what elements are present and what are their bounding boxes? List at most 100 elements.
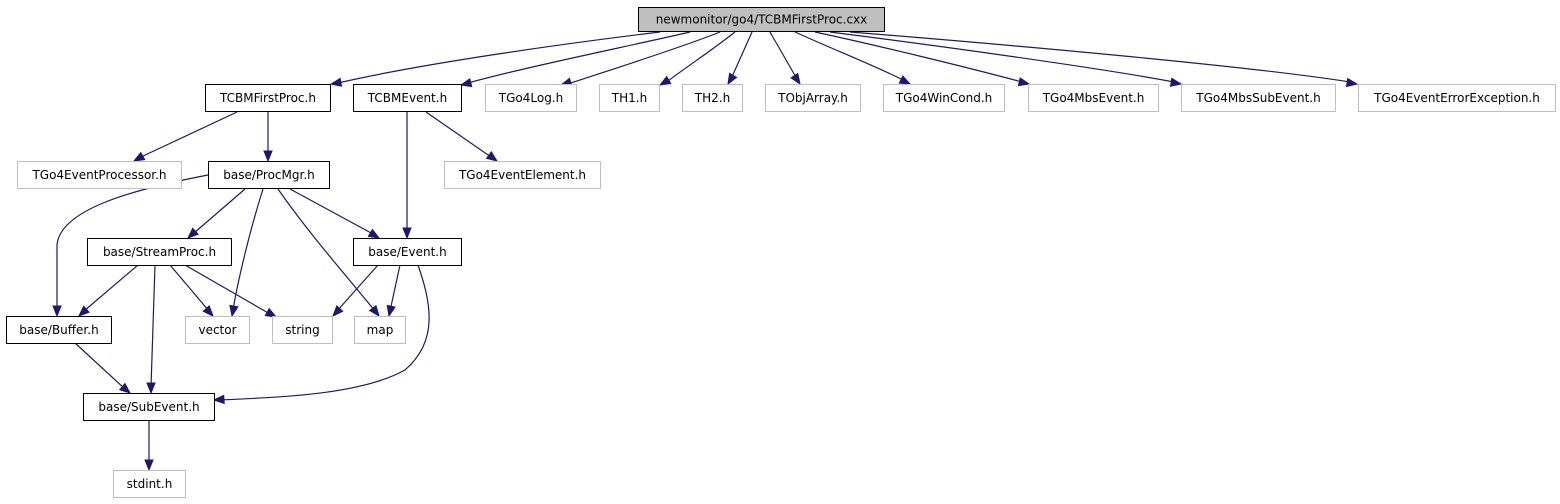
edge-streamproc-to-subevent — [146, 264, 156, 395]
arrowhead — [264, 307, 278, 318]
node-procmgr[interactable]: base/ProcMgr.h — [208, 161, 330, 189]
node-tobjarray: TObjArray.h — [765, 84, 861, 112]
node-label: stdint.h — [127, 477, 173, 491]
node-map: map — [354, 316, 406, 344]
node-wincond: TGo4WinCond.h — [883, 84, 1005, 112]
edge-line — [667, 31, 736, 82]
nodes-layer: newmonitor/go4/TCBMFirstProc.cxxTCBMFirs… — [6, 7, 1556, 498]
node-label: TCBMEvent.h — [367, 91, 447, 105]
node-th1: TH1.h — [599, 84, 660, 112]
node-box — [1358, 84, 1556, 112]
node-vector: vector — [185, 316, 250, 344]
arrowhead — [898, 75, 912, 85]
node-label: TGo4MbsSubEvent.h — [1195, 91, 1320, 105]
edge-firstproc-to-procmgr — [263, 112, 273, 163]
node-box — [1028, 84, 1159, 112]
edge-line — [83, 264, 139, 312]
node-buffer[interactable]: base/Buffer.h — [6, 316, 112, 344]
node-firstproc[interactable]: TCBMFirstProc.h — [205, 84, 331, 112]
node-label: TGo4EventProcessor.h — [31, 168, 166, 182]
node-box — [6, 316, 112, 344]
edge-cbmevent-to-evelem — [425, 111, 499, 162]
node-label: TGo4Log.h — [498, 91, 563, 105]
edge-root-to-mbsevent — [814, 31, 1031, 87]
arrowhead — [263, 150, 273, 163]
edge-root-to-mbssubevent — [829, 31, 1183, 87]
node-label: base/ProcMgr.h — [223, 168, 315, 182]
node-stdint: stdint.h — [113, 470, 186, 498]
arrowhead — [727, 72, 738, 86]
edge-streamproc-to-vector — [169, 264, 214, 317]
edge-line — [289, 188, 374, 235]
node-label: TCBMFirstProc.h — [219, 91, 316, 105]
edge-root-to-th2 — [727, 31, 753, 86]
node-box — [113, 470, 186, 498]
edge-line — [184, 264, 271, 315]
node-label: TGo4MbsEvent.h — [1042, 91, 1145, 105]
edge-procmgr-to-vector — [229, 188, 264, 318]
node-box — [17, 161, 182, 189]
node-label: TGo4WinCond.h — [895, 91, 993, 105]
edge-line — [337, 31, 661, 84]
edge-line — [567, 31, 721, 85]
arrowhead — [658, 75, 672, 86]
node-box — [765, 84, 861, 112]
edge-line — [814, 31, 1023, 83]
node-go4log: TGo4Log.h — [485, 84, 577, 112]
arrowhead — [146, 382, 156, 395]
arrowhead — [459, 77, 473, 88]
edge-line — [220, 264, 430, 401]
node-evelem: TGo4EventElement.h — [444, 161, 601, 189]
arrowhead — [187, 227, 199, 239]
arrowhead — [132, 151, 146, 162]
arrowhead — [229, 304, 239, 318]
node-box — [485, 84, 577, 112]
node-cbmevent[interactable]: TCBMEvent.h — [353, 84, 462, 112]
edge-root-to-errexc — [849, 31, 1359, 88]
edge-line — [193, 188, 246, 234]
edge-buffer-to-subevent — [74, 342, 132, 394]
node-box — [682, 84, 743, 112]
node-label: base/StreamProc.h — [103, 245, 216, 259]
edge-line — [140, 111, 238, 158]
node-subevent[interactable]: base/SubEvent.h — [83, 393, 215, 421]
node-box — [87, 238, 232, 266]
node-label: string — [285, 323, 319, 337]
arrowhead — [368, 304, 380, 318]
arrowhead — [329, 77, 343, 87]
arrowhead — [118, 382, 132, 394]
node-label: vector — [198, 323, 236, 337]
node-streamproc[interactable]: base/StreamProc.h — [87, 238, 232, 266]
node-root[interactable]: newmonitor/go4/TCBMFirstProc.cxx — [638, 7, 885, 32]
edge-line — [730, 31, 753, 80]
edge-root-to-tobjarray — [769, 31, 801, 86]
edge-line — [169, 264, 210, 312]
node-box — [208, 161, 330, 189]
edge-subevent-to-stdint — [144, 420, 154, 472]
node-box — [205, 84, 331, 112]
edge-event-to-map — [386, 264, 401, 318]
node-label: TH1.h — [611, 91, 647, 105]
edge-root-to-cbmevent — [459, 31, 691, 88]
edge-procmgr-to-map — [277, 188, 380, 318]
node-label: newmonitor/go4/TCBMFirstProc.cxx — [656, 13, 868, 27]
node-label: TGo4EventElement.h — [458, 168, 586, 182]
node-string: string — [272, 316, 333, 344]
node-box — [599, 84, 660, 112]
edge-line — [336, 264, 379, 312]
arrowhead — [367, 228, 381, 239]
edge-line — [277, 188, 376, 312]
arrowhead — [1169, 77, 1183, 87]
arrowhead — [485, 151, 499, 162]
arrowhead — [332, 305, 344, 317]
edges-layer — [52, 31, 1359, 472]
node-mbsevent: TGo4MbsEvent.h — [1028, 84, 1159, 112]
edge-root-to-th1 — [658, 31, 736, 86]
node-event[interactable]: base/Event.h — [353, 238, 462, 266]
node-box — [354, 316, 406, 344]
node-label: base/SubEvent.h — [98, 400, 199, 414]
edge-streamproc-to-string — [184, 264, 278, 318]
arrowhead — [1017, 77, 1031, 87]
edge-procmgr-to-event — [289, 188, 381, 239]
edge-cbmevent-to-event — [402, 112, 412, 240]
